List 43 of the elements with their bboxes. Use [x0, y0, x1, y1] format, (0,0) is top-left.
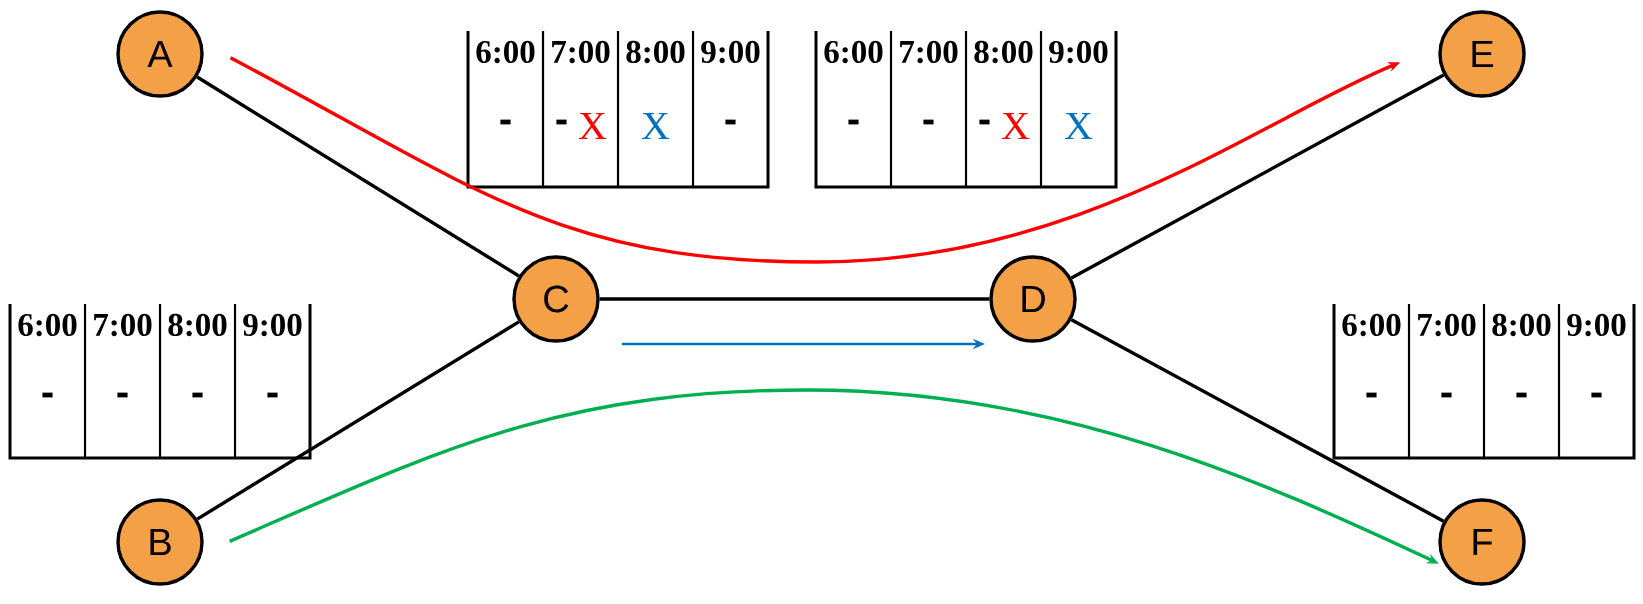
- schedule-table: [466, 31, 770, 189]
- link-line: [196, 75, 520, 278]
- column-header: 7:00: [552, 40, 610, 64]
- schedule-table: [8, 304, 312, 460]
- link-line: [1070, 318, 1445, 523]
- cell-value: -: [500, 119, 511, 125]
- cell-value: -: [1366, 392, 1377, 398]
- column-header: 6:00: [476, 40, 535, 64]
- cell-value: -: [725, 119, 736, 125]
- cell-value: -: [117, 392, 128, 398]
- schedule-table: [1332, 304, 1636, 460]
- cell-value: -: [192, 392, 203, 398]
- link-line: [599, 297, 990, 301]
- cell-mark: X: [578, 112, 607, 140]
- column-header: 7:00: [94, 313, 152, 337]
- cell-value: -: [556, 119, 567, 125]
- cell-mark: X: [1001, 112, 1030, 140]
- column-header: 9:00: [1049, 40, 1108, 64]
- column-header: 6:00: [1342, 313, 1401, 337]
- column-header: 8:00: [974, 40, 1033, 64]
- column-header: 8:00: [1492, 313, 1551, 337]
- cell-value: -: [42, 392, 53, 398]
- cell-mark: X: [1064, 112, 1093, 140]
- column-header: 8:00: [626, 40, 685, 64]
- cell-value: -: [267, 392, 278, 398]
- column-header: 8:00: [168, 313, 227, 337]
- cell-value: -: [979, 119, 990, 125]
- column-header: 9:00: [701, 40, 760, 64]
- link-line: [196, 320, 520, 521]
- column-header: 9:00: [1567, 313, 1626, 337]
- cell-mark: X: [641, 112, 670, 140]
- cell-value: -: [923, 119, 934, 125]
- cell-value: -: [1591, 392, 1602, 398]
- schedule-table: [814, 31, 1118, 189]
- cell-value: -: [1516, 392, 1527, 398]
- column-header: 9:00: [243, 313, 302, 337]
- column-header: 7:00: [1418, 313, 1476, 337]
- column-header: 6:00: [18, 313, 77, 337]
- cell-value: -: [1441, 392, 1452, 398]
- column-header: 7:00: [900, 40, 958, 64]
- link-line: [1070, 73, 1445, 280]
- column-header: 6:00: [824, 40, 883, 64]
- cell-value: -: [848, 119, 859, 125]
